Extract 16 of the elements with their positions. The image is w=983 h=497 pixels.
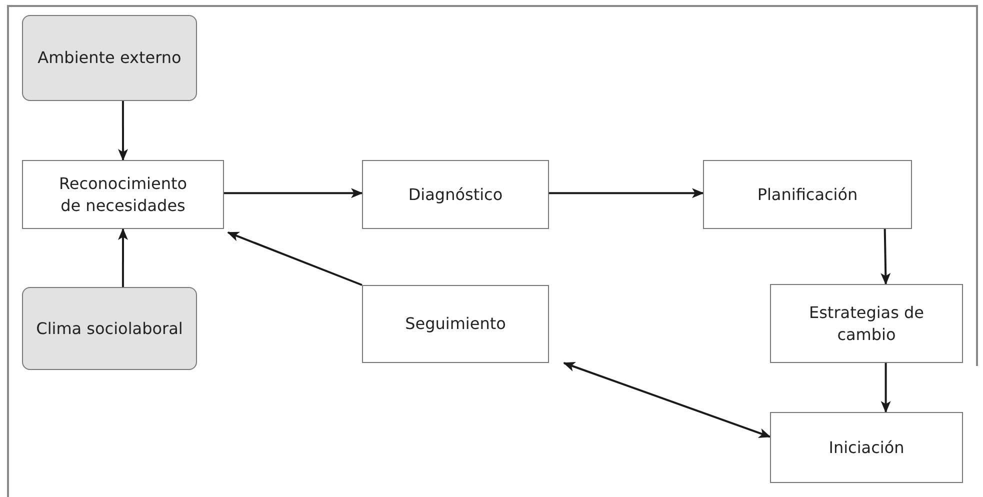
arrow: [224, 188, 363, 198]
context-box: Ambiente externo: [22, 15, 197, 101]
arrow: [880, 228, 891, 285]
process-box: Planificación: [703, 160, 912, 229]
process-box: Diagnóstico: [362, 160, 549, 229]
arrow: [118, 228, 128, 287]
arrow: [227, 232, 362, 286]
arrow: [880, 363, 891, 413]
process-box: Seguimiento: [362, 285, 549, 363]
arrow: [563, 362, 771, 438]
process-box: Estrategias de cambio: [770, 284, 963, 363]
arrow: [118, 101, 128, 161]
process-box: Iniciación: [770, 412, 963, 483]
process-box: Reconocimiento de necesidades: [22, 160, 224, 229]
arrow: [549, 188, 704, 198]
context-box: Clima sociolaboral: [22, 287, 197, 370]
